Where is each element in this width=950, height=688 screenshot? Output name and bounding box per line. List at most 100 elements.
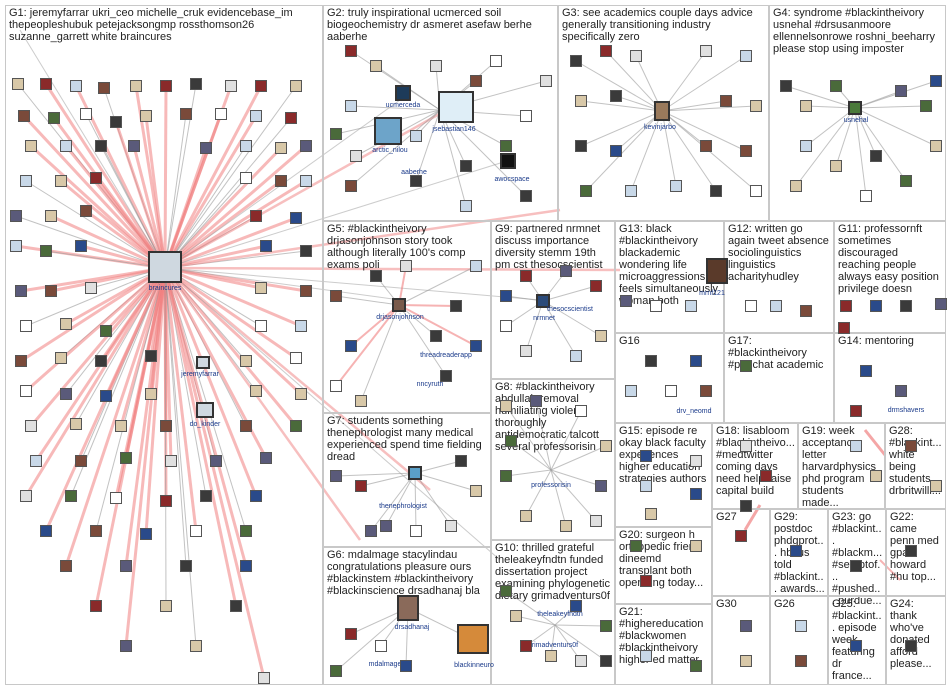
avatar-node-g3-12[interactable] bbox=[740, 145, 752, 157]
avatar-node-g3-9[interactable] bbox=[575, 140, 587, 152]
avatar-node-small-18[interactable] bbox=[895, 385, 907, 397]
avatar-node-g10-0[interactable] bbox=[500, 585, 512, 597]
avatar-node-small-24[interactable] bbox=[645, 508, 657, 520]
avatar-node-g5-9[interactable] bbox=[330, 380, 342, 392]
avatar-node-g2-9[interactable] bbox=[520, 110, 532, 122]
avatar-node-g2-3[interactable] bbox=[330, 128, 342, 140]
avatar-node-blackinneuro[interactable] bbox=[457, 624, 489, 654]
avatar-node-g4-0[interactable] bbox=[780, 80, 792, 92]
avatar-node-g5-10[interactable] bbox=[355, 395, 367, 407]
avatar-node-g10-4[interactable] bbox=[600, 620, 612, 632]
avatar-node-g4-12[interactable] bbox=[860, 190, 872, 202]
avatar-node-g3-6[interactable] bbox=[610, 90, 622, 102]
avatar-node-g1-7[interactable] bbox=[225, 80, 237, 92]
avatar-node-g3-3[interactable] bbox=[700, 45, 712, 57]
avatar-node-g3-2[interactable] bbox=[630, 50, 642, 62]
avatar-node-g1-26[interactable] bbox=[300, 140, 312, 152]
avatar-node-g4-4[interactable] bbox=[830, 160, 842, 172]
avatar-node-g4-3[interactable] bbox=[790, 180, 802, 192]
avatar-node-g1-63[interactable] bbox=[250, 385, 262, 397]
avatar-node-g2-15[interactable] bbox=[460, 160, 472, 172]
avatar-node-small-25[interactable] bbox=[740, 440, 752, 452]
avatar-node-g1-84[interactable] bbox=[90, 525, 102, 537]
avatar-node-g1-39[interactable] bbox=[40, 245, 52, 257]
avatar-node-small-3[interactable] bbox=[745, 300, 757, 312]
avatar-node-g8-8[interactable] bbox=[500, 470, 512, 482]
avatar-node-g1-20[interactable] bbox=[60, 140, 72, 152]
avatar-node-g7-3[interactable] bbox=[410, 525, 422, 537]
avatar-node-g1-29[interactable] bbox=[90, 172, 102, 184]
avatar-node-g1-2[interactable] bbox=[70, 80, 82, 92]
avatar-node-g1-72[interactable] bbox=[75, 455, 87, 467]
avatar-node-g3-8[interactable] bbox=[750, 100, 762, 112]
avatar-node-g1-87[interactable] bbox=[240, 525, 252, 537]
avatar-node-g10-2[interactable] bbox=[545, 650, 557, 662]
avatar-node-g6-1[interactable] bbox=[375, 640, 387, 652]
avatar-node-g1-52[interactable] bbox=[295, 320, 307, 332]
avatar-node-g1-1[interactable] bbox=[40, 78, 52, 90]
avatar-node-g1-47[interactable] bbox=[300, 285, 312, 297]
avatar-node-g3-0[interactable] bbox=[570, 55, 582, 67]
avatar-node-g5-2[interactable] bbox=[370, 270, 382, 282]
avatar-node-small-8[interactable] bbox=[900, 300, 912, 312]
avatar-node-g10-3[interactable] bbox=[575, 655, 587, 667]
avatar-node-arctic-nilou[interactable] bbox=[374, 117, 402, 145]
avatar-node-g1-69[interactable] bbox=[240, 420, 252, 432]
avatar-node-g1-42[interactable] bbox=[300, 245, 312, 257]
avatar-node-g1-76[interactable] bbox=[260, 452, 272, 464]
avatar-node-g1-25[interactable] bbox=[275, 142, 287, 154]
avatar-node-braincures[interactable] bbox=[148, 251, 182, 283]
avatar-node-small-34[interactable] bbox=[850, 560, 862, 572]
avatar-node-g8-5[interactable] bbox=[590, 515, 602, 527]
avatar-node-small-26[interactable] bbox=[760, 470, 772, 482]
avatar-node-small-44[interactable] bbox=[905, 640, 917, 652]
avatar-node-small-15[interactable] bbox=[700, 385, 712, 397]
avatar-node-g1-51[interactable] bbox=[255, 320, 267, 332]
avatar-node-g4-8[interactable] bbox=[920, 100, 932, 112]
avatar-node-g4-11[interactable] bbox=[830, 80, 842, 92]
avatar-node-small-33[interactable] bbox=[790, 545, 802, 557]
avatar-node-g1-64[interactable] bbox=[295, 388, 307, 400]
avatar-node-g1-32[interactable] bbox=[300, 175, 312, 187]
avatar-node-small-29[interactable] bbox=[870, 470, 882, 482]
avatar-node-g5-0[interactable] bbox=[330, 290, 342, 302]
avatar-node-g1-15[interactable] bbox=[180, 108, 192, 120]
avatar-node-g1-61[interactable] bbox=[100, 390, 112, 402]
avatar-node-g2-12[interactable] bbox=[470, 75, 482, 87]
avatar-node-g5-3[interactable] bbox=[400, 260, 412, 272]
avatar-node-nrmnet[interactable] bbox=[536, 294, 550, 308]
avatar-node-g1-36[interactable] bbox=[250, 210, 262, 222]
avatar-node-g5-7[interactable] bbox=[470, 340, 482, 352]
avatar-node-drsadhanaj[interactable] bbox=[397, 595, 419, 621]
avatar-node-g1-43[interactable] bbox=[15, 285, 27, 297]
avatar-node-g4-5[interactable] bbox=[870, 150, 882, 162]
avatar-node-small-2[interactable] bbox=[685, 300, 697, 312]
avatar-node-g1-94[interactable] bbox=[230, 600, 242, 612]
avatar-node-small-23[interactable] bbox=[690, 488, 702, 500]
avatar-node-g4-2[interactable] bbox=[800, 140, 812, 152]
avatar-node-g1-41[interactable] bbox=[260, 240, 272, 252]
avatar-node-g1-71[interactable] bbox=[30, 455, 42, 467]
avatar-node-g1-4[interactable] bbox=[130, 80, 142, 92]
avatar-node-small-9[interactable] bbox=[935, 298, 947, 310]
avatar-node-small-13[interactable] bbox=[625, 385, 637, 397]
avatar-node-small-22[interactable] bbox=[640, 480, 652, 492]
avatar-node-g1-89[interactable] bbox=[120, 560, 132, 572]
avatar-node-g1-33[interactable] bbox=[10, 210, 22, 222]
avatar-node-g1-92[interactable] bbox=[90, 600, 102, 612]
avatar-node-g4-6[interactable] bbox=[900, 175, 912, 187]
avatar-node-g7-2[interactable] bbox=[380, 520, 392, 532]
avatar-node-g1-68[interactable] bbox=[160, 420, 172, 432]
avatar-node-g1-13[interactable] bbox=[110, 116, 122, 128]
avatar-node-g1-19[interactable] bbox=[25, 140, 37, 152]
avatar-node-small-46[interactable] bbox=[690, 660, 702, 672]
avatar-node-g8-6[interactable] bbox=[560, 520, 572, 532]
avatar-node-g1-88[interactable] bbox=[60, 560, 72, 572]
avatar-node-g1-74[interactable] bbox=[165, 455, 177, 467]
avatar-node-g3-13[interactable] bbox=[580, 185, 592, 197]
avatar-node-g6-0[interactable] bbox=[345, 628, 357, 640]
avatar-node-g1-44[interactable] bbox=[45, 285, 57, 297]
avatar-node-g1-81[interactable] bbox=[200, 490, 212, 502]
avatar-node-mrnf121[interactable] bbox=[706, 258, 728, 284]
avatar-node-g3-7[interactable] bbox=[720, 95, 732, 107]
